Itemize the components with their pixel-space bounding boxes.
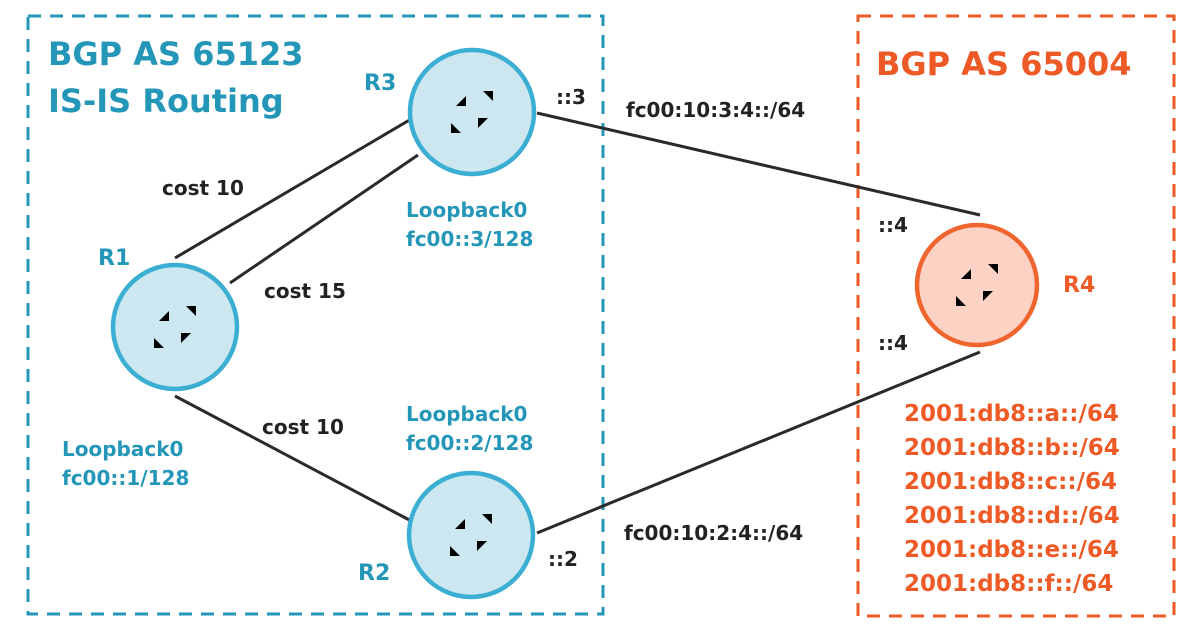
prefix-item: 2001:db8::b::/64: [904, 435, 1120, 461]
router-r1-name: R1: [98, 246, 130, 271]
prefix-item: 2001:db8::d::/64: [904, 503, 1120, 529]
router-r3[interactable]: [407, 47, 537, 177]
cost-label-r1-r3-b: cost 15: [264, 279, 346, 303]
r1-loopback-addr: fc00::1/128: [62, 466, 189, 490]
r4-prefix-list: 2001:db8::a::/64 2001:db8::b::/64 2001:d…: [904, 401, 1120, 597]
prefix-item: 2001:db8::e::/64: [904, 537, 1119, 563]
as-65123-boundary: [26, 14, 605, 616]
r3-iface-label: ::3: [556, 85, 586, 109]
r1-loopback-name: Loopback0: [62, 437, 183, 461]
prefix-item: 2001:db8::a::/64: [904, 401, 1119, 427]
r2-loopback-addr: fc00::2/128: [406, 431, 533, 455]
prefix-item: 2001:db8::f::/64: [904, 571, 1113, 597]
subnet-r2-r4: fc00:10:2:4::/64: [624, 521, 803, 545]
as-65123-subtitle: IS-IS Routing: [48, 82, 284, 120]
router-r1[interactable]: [110, 262, 240, 392]
prefix-item: 2001:db8::c::/64: [904, 469, 1117, 495]
subnet-r3-r4: fc00:10:3:4::/64: [626, 98, 805, 122]
r2-loopback-name: Loopback0: [406, 402, 527, 426]
as-65004-title: BGP AS 65004: [876, 45, 1132, 83]
link-r1-r2-cost10: [174, 394, 416, 525]
router-r4[interactable]: [914, 222, 1040, 348]
r3-loopback-name: Loopback0: [406, 198, 527, 222]
router-r2[interactable]: [406, 470, 536, 600]
router-r2-name: R2: [358, 561, 390, 586]
cost-label-r1-r2: cost 10: [262, 415, 344, 439]
r3-loopback-addr: fc00::3/128: [406, 227, 533, 251]
link-r1-r3-cost15: [229, 153, 419, 285]
as-65123-title: BGP AS 65123: [48, 35, 304, 73]
router-r3-name: R3: [364, 71, 396, 96]
cost-label-r1-r3-a: cost 10: [162, 176, 244, 200]
link-r1-r3-cost10: [174, 113, 419, 260]
router-r4-name: R4: [1063, 273, 1095, 298]
link-r3-r4: [536, 111, 981, 217]
r4-iface-bottom-label: ::4: [878, 331, 908, 355]
r4-iface-top-label: ::4: [878, 213, 908, 237]
link-r2-r4: [536, 350, 981, 535]
as-65004-boundary: [856, 14, 1176, 618]
r2-iface-label: ::2: [548, 547, 578, 571]
